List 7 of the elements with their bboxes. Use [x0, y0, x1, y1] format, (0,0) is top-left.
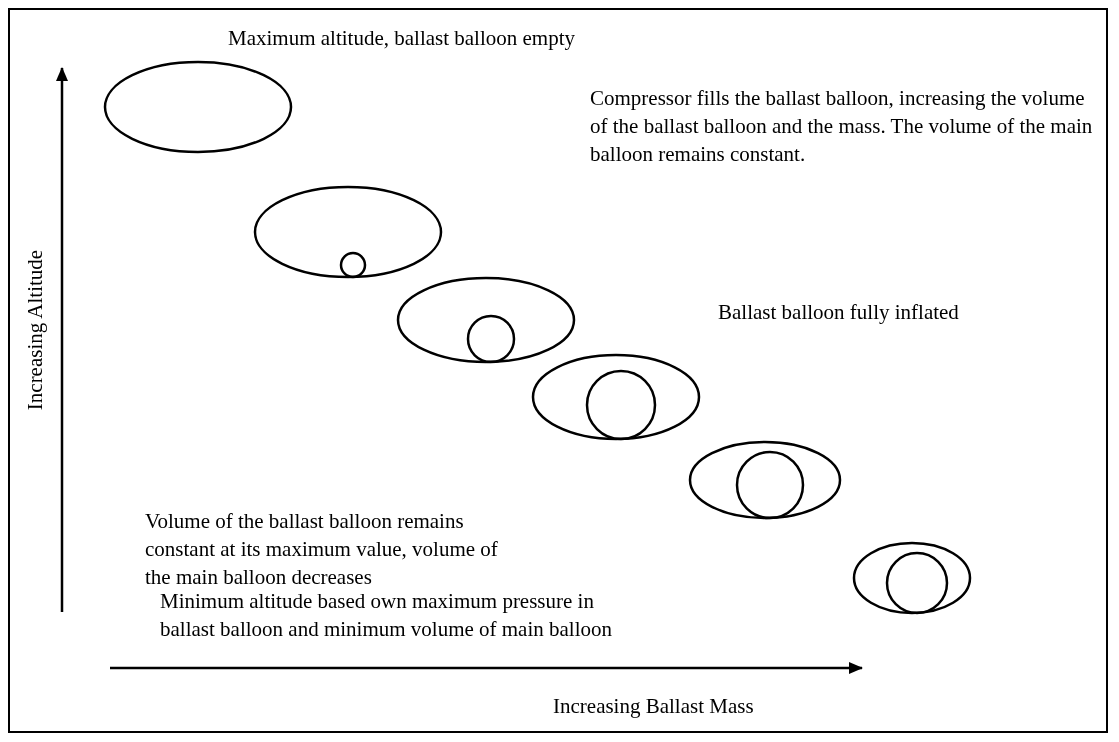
annotation-text: Minimum altitude based own maximum pressure in ballast balloon and minimum volume of main balloon [160, 588, 613, 643]
annotation-text: Maximum altitude, ballast balloon empty [228, 25, 577, 52]
annotation-text: Volume of the ballast balloon remains constant at its maximum value, volume of the main balloon decreases [145, 508, 499, 591]
annotation-text: Ballast balloon fully inflated [718, 299, 960, 326]
axis-label: Increasing Altitude [22, 248, 48, 413]
annotation-text: Compressor fills the ballast balloon, increasing the volume of the ballast balloon and the mass. The volume of the main balloon remains constant. [590, 85, 1094, 168]
axis-label: Increasing Ballast Mass [553, 693, 755, 720]
